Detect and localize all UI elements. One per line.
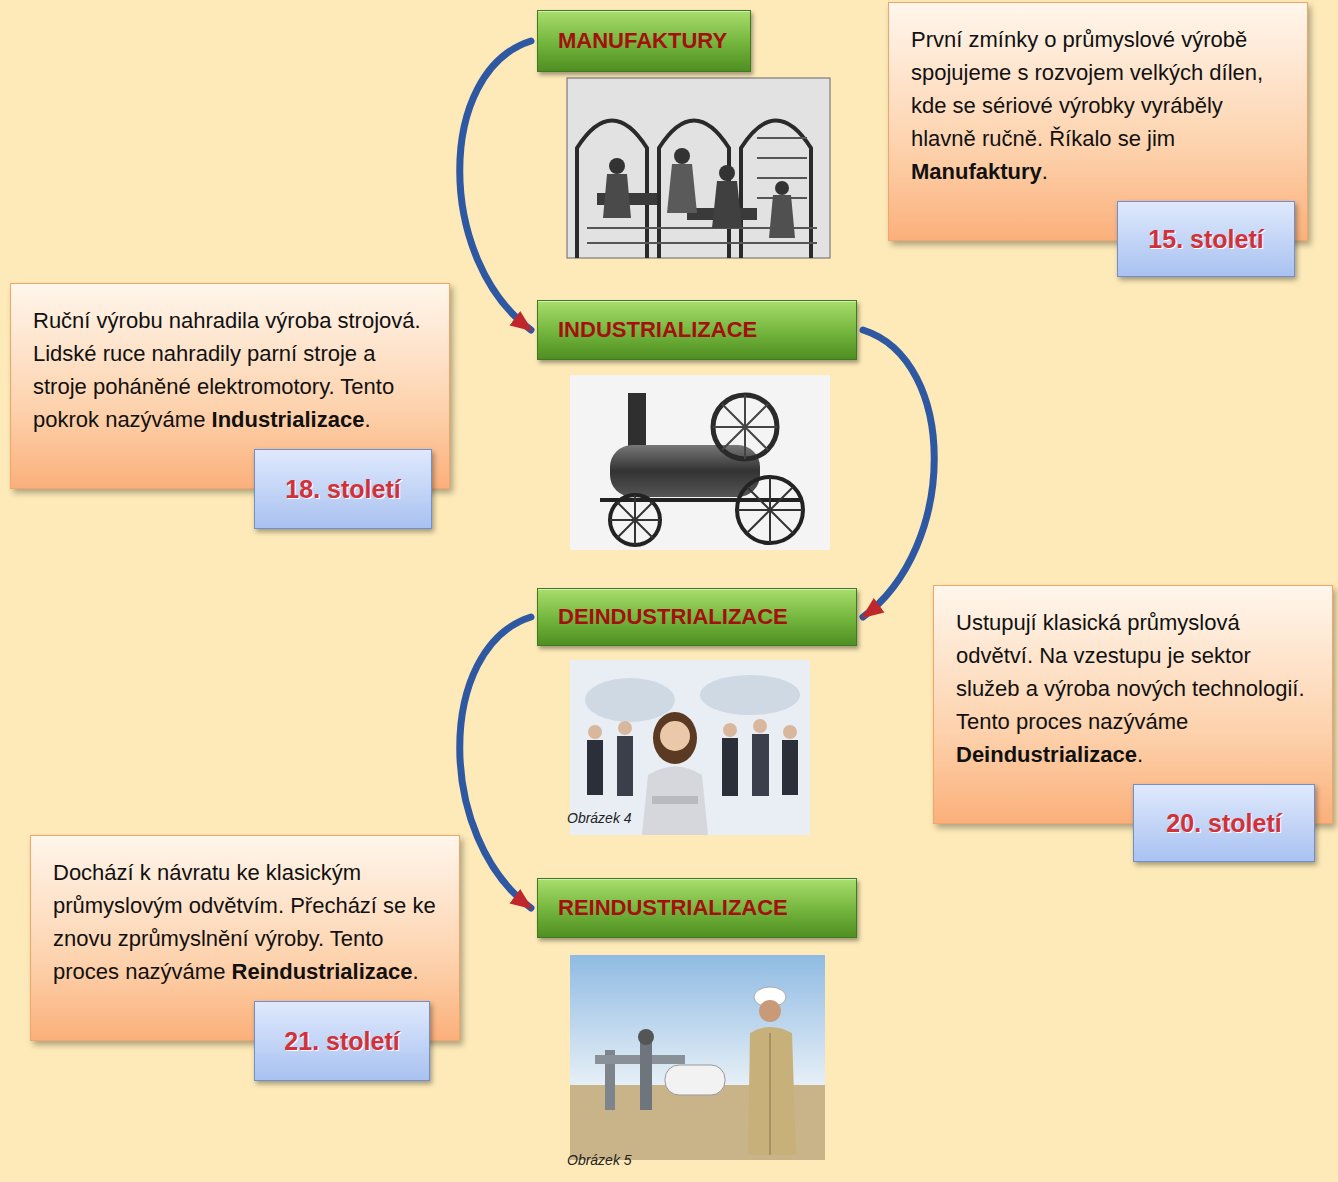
description-text: Ustupují klasická průmyslová odvětví. Na… bbox=[956, 606, 1310, 771]
map-shape bbox=[700, 675, 800, 715]
engraving-frame bbox=[567, 78, 830, 258]
wheel-spokes bbox=[737, 477, 803, 543]
stage-title: INDUSTRIALIZACE bbox=[558, 317, 757, 343]
century-tag: 18. století bbox=[254, 449, 432, 529]
hatching bbox=[587, 138, 817, 243]
steam-engine-picture bbox=[570, 375, 830, 550]
stage-title: DEINDUSTRIALIZACE bbox=[558, 604, 788, 630]
coverall-seam bbox=[769, 1033, 771, 1155]
century-label: 21. století bbox=[284, 1027, 399, 1056]
century-label: 20. století bbox=[1166, 809, 1281, 838]
person-head bbox=[723, 723, 737, 737]
flywheel-spokes bbox=[713, 395, 777, 459]
flow-arrow bbox=[460, 617, 531, 908]
worker-head bbox=[775, 181, 789, 195]
description-text: První zmínky o průmyslové výrobě spojuje… bbox=[911, 23, 1285, 188]
century-tag: 20. století bbox=[1133, 784, 1315, 862]
century-label: 15. století bbox=[1148, 225, 1263, 254]
folded-arms bbox=[652, 796, 698, 804]
person-body bbox=[782, 740, 798, 795]
description-text: Ruční výrobu nahradila výroba strojová. … bbox=[33, 304, 427, 436]
worker-face bbox=[759, 1000, 781, 1022]
front-wheel bbox=[610, 495, 660, 545]
pipe bbox=[640, 1040, 652, 1110]
rear-wheel bbox=[737, 477, 803, 543]
person-body bbox=[722, 738, 738, 796]
map-shape bbox=[585, 678, 675, 722]
century-tag: 21. století bbox=[254, 1001, 430, 1081]
worker-coverall bbox=[748, 1027, 796, 1155]
person-body bbox=[617, 736, 633, 796]
stage-title: MANUFAKTURY bbox=[558, 28, 727, 54]
stage-title-box: MANUFAKTURY bbox=[537, 10, 751, 72]
worker-head bbox=[674, 148, 690, 164]
worker-body bbox=[712, 181, 742, 228]
century-tag: 15. století bbox=[1117, 201, 1295, 277]
chimney bbox=[628, 393, 646, 453]
person-body bbox=[752, 734, 769, 796]
person-head bbox=[618, 721, 632, 735]
stage-title-box: INDUSTRIALIZACE bbox=[537, 300, 857, 360]
person-head bbox=[783, 725, 797, 739]
woman-suit bbox=[642, 767, 708, 836]
flow-arrow bbox=[863, 330, 934, 617]
figure-caption: Obrázek 5 bbox=[567, 1152, 632, 1168]
person-body bbox=[587, 740, 603, 795]
century-label: 18. století bbox=[285, 475, 400, 504]
woman-face bbox=[660, 721, 690, 751]
arch bbox=[577, 121, 647, 259]
boiler bbox=[610, 445, 760, 497]
worker-body bbox=[667, 164, 697, 213]
tank bbox=[665, 1065, 725, 1095]
stage-title-box: DEINDUSTRIALIZACE bbox=[537, 588, 857, 646]
bold-term: Industrializace bbox=[212, 407, 365, 432]
oil-field-picture bbox=[570, 955, 825, 1160]
workshop-engraving bbox=[567, 78, 830, 258]
worker-head bbox=[609, 158, 625, 174]
flywheel bbox=[713, 395, 777, 459]
woman-hair bbox=[653, 712, 697, 764]
figure-caption: Obrázek 4 bbox=[567, 810, 632, 826]
picture-ground bbox=[570, 660, 810, 835]
description-text: Dochází k návratu ke klasickým průmyslov… bbox=[53, 856, 437, 988]
worker-head bbox=[719, 165, 735, 181]
person-head bbox=[753, 719, 767, 733]
bold-term: Manufaktury bbox=[911, 159, 1042, 184]
valve-wheel bbox=[638, 1029, 654, 1045]
picture-ground bbox=[570, 375, 830, 550]
bold-term: Deindustrializace bbox=[956, 742, 1137, 767]
stage-title: REINDUSTRIALIZACE bbox=[558, 895, 788, 921]
stage-title-box: REINDUSTRIALIZACE bbox=[537, 878, 857, 938]
worker-body bbox=[769, 195, 795, 238]
bold-term: Reindustrializace bbox=[232, 959, 413, 984]
wheel-spokes bbox=[610, 495, 660, 545]
flow-arrow bbox=[460, 41, 531, 330]
worker-body bbox=[603, 174, 631, 218]
business-people-picture bbox=[570, 660, 810, 835]
arch bbox=[741, 121, 811, 259]
person-head bbox=[588, 725, 602, 739]
